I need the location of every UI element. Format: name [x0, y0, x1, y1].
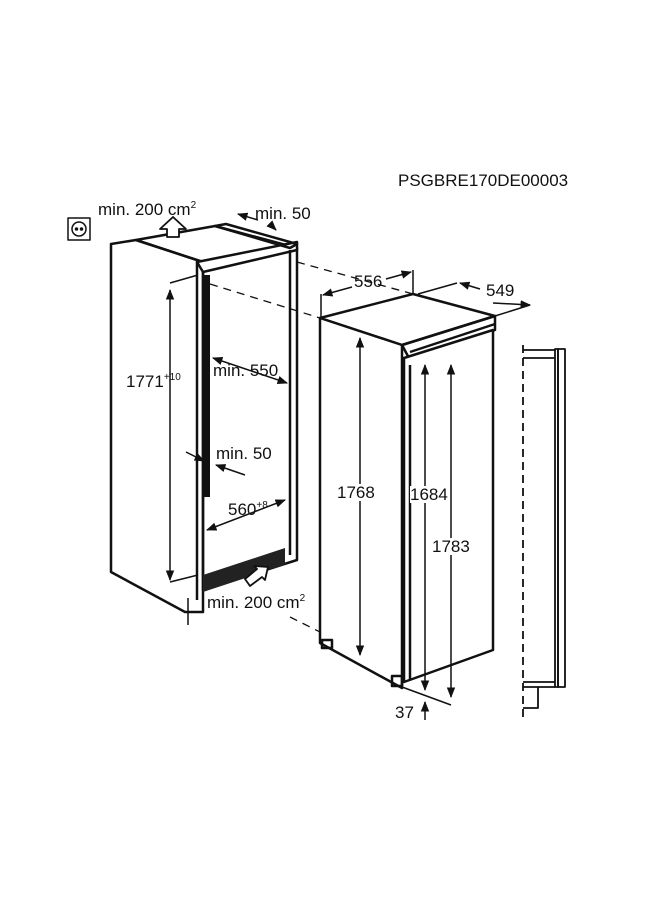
total-height-label: 1783: [432, 537, 470, 556]
rear-gap-label: min. 50: [216, 444, 272, 463]
niche-cabinet: [109, 222, 299, 614]
niche-height-label: 1771+10: [126, 372, 181, 391]
niche-width-label: 560+8: [228, 500, 268, 519]
body-height-label: 1768: [337, 483, 375, 502]
top-gap-label: min. 50: [255, 204, 311, 223]
top-vent-label: min. 200 cm2: [98, 200, 197, 219]
appliance-depth-label: 549: [486, 281, 515, 300]
door-side-view: [522, 345, 566, 722]
niche-depth-label: min. 550: [213, 361, 279, 380]
bottom-vent-label: min. 200 cm2: [207, 593, 306, 612]
door-height-label: 1684: [410, 485, 448, 504]
model-code: PSGBRE170DE00003: [398, 171, 569, 190]
power-socket-icon: [67, 217, 91, 241]
airflow-arrow-icon: [159, 216, 269, 587]
foot-height-label: 37: [395, 703, 414, 722]
appliance-width-label: 556: [354, 272, 383, 291]
